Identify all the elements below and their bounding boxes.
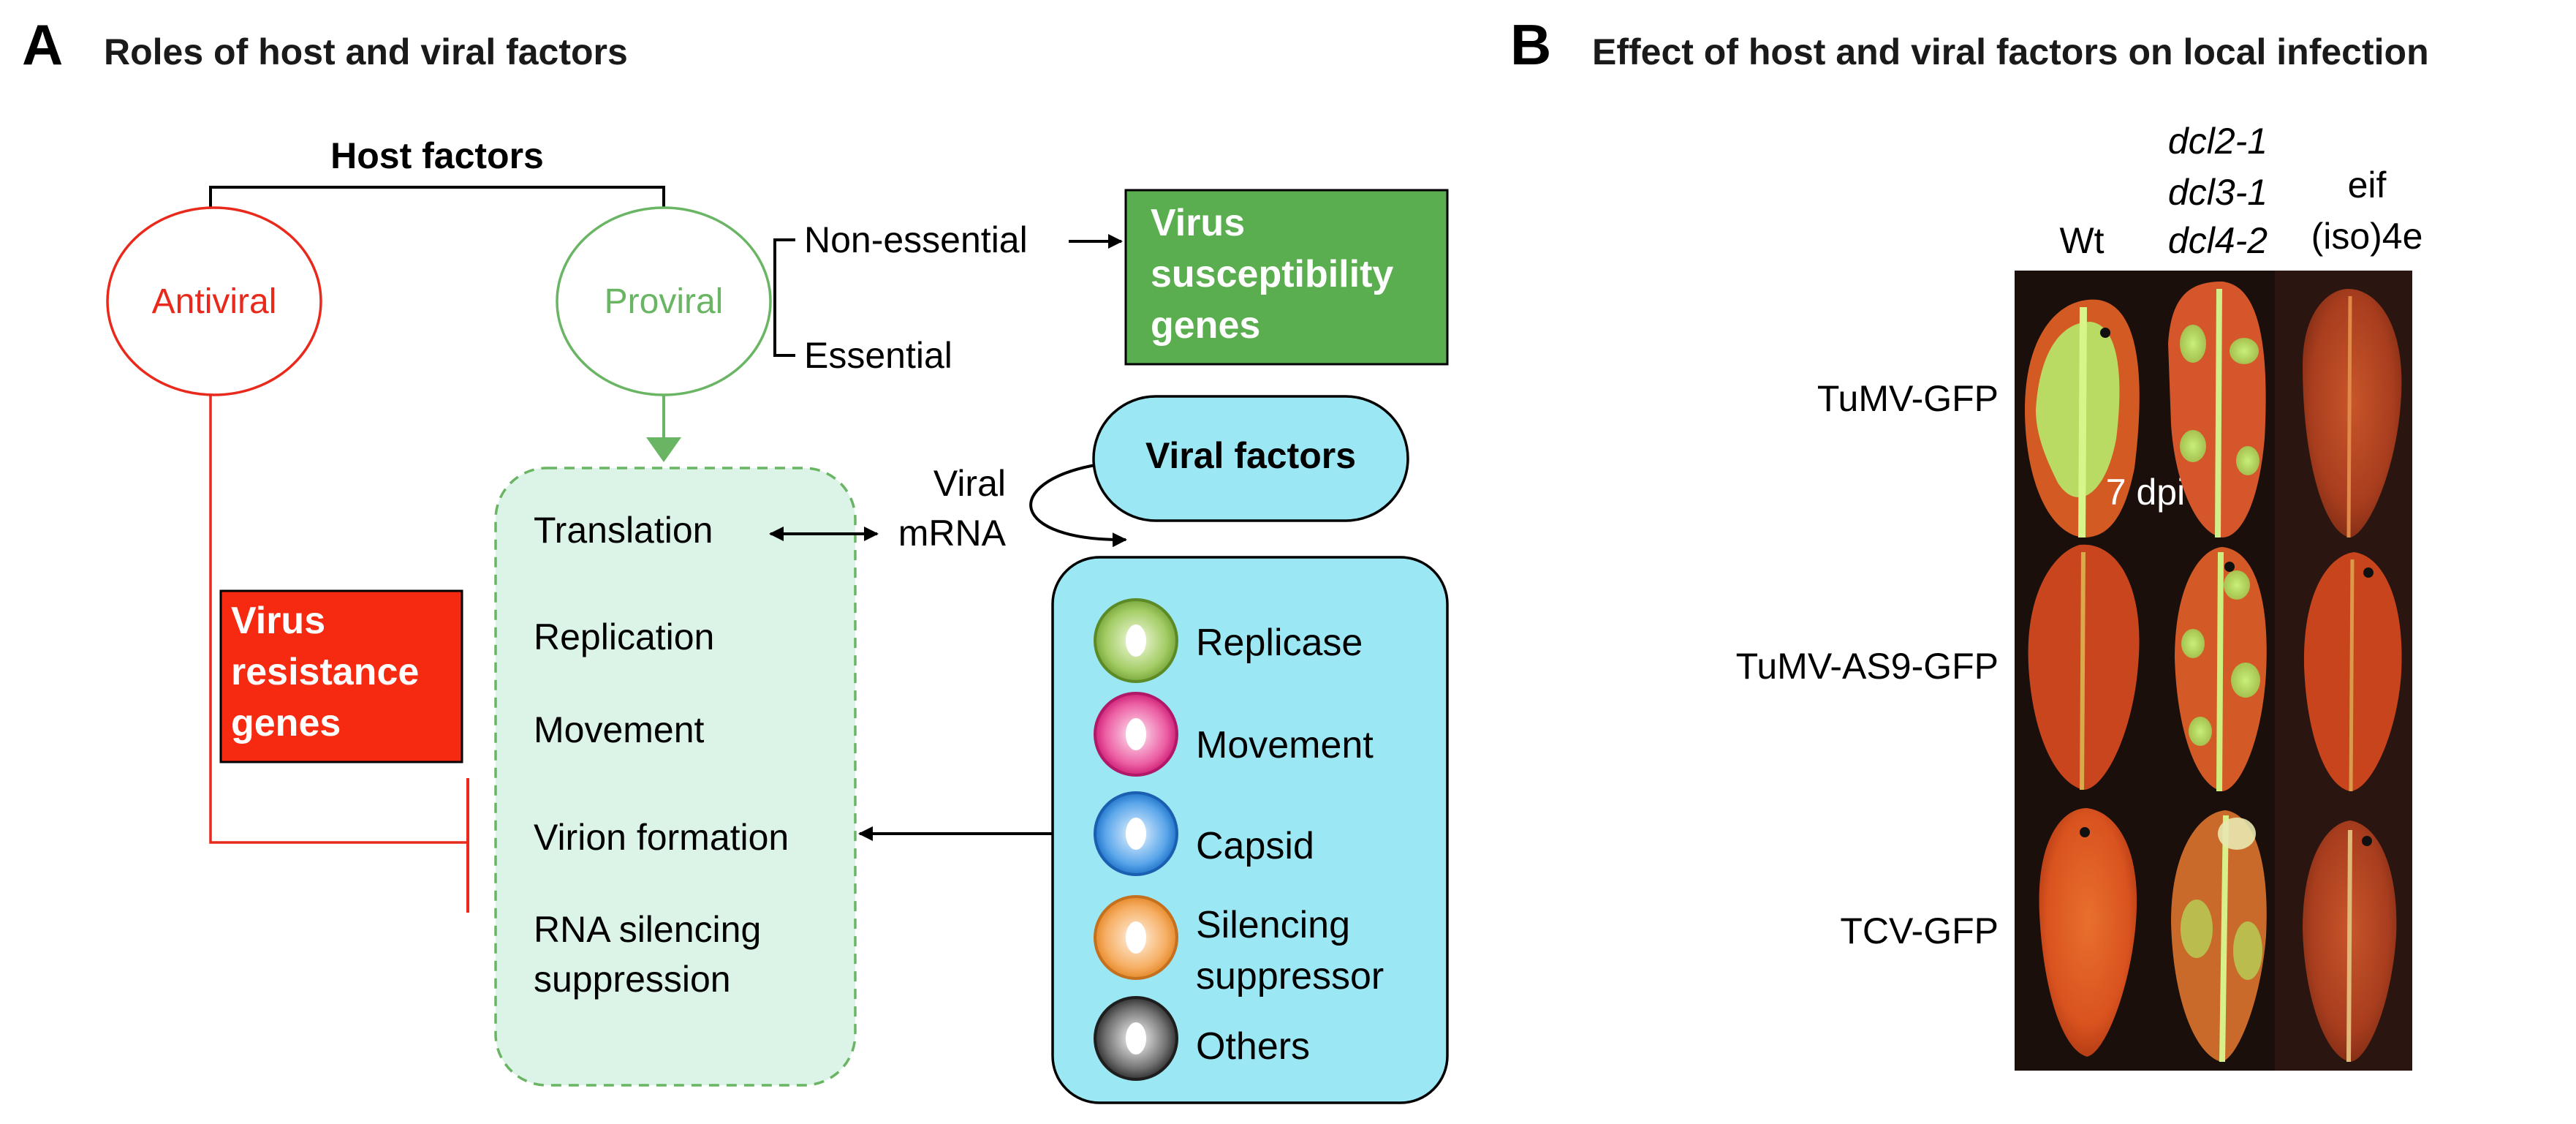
leaf-tumv-wt: 7 dpi [2025, 299, 2185, 538]
susceptibility-line-3: genes [1151, 304, 1260, 347]
process-suppression: suppression [534, 959, 731, 1000]
leaf-tumv-as9-wt [2028, 544, 2140, 791]
viral-mrna-line-2: mRNA [898, 513, 1007, 554]
non-essential-label: Non-essential [804, 219, 1028, 260]
process-replication: Replication [534, 616, 714, 657]
factor-silencing: Silencing [1196, 904, 1350, 946]
movement-icon [1094, 692, 1178, 777]
leaf-tcv-dcl [2171, 810, 2267, 1063]
factor-replicase: Replicase [1196, 622, 1363, 664]
resistance-genes-box [219, 589, 463, 763]
leaf-tcv-eif [2303, 821, 2397, 1063]
viral-factors-pill [1092, 395, 1409, 522]
leaf-tumv-dcl [2168, 282, 2266, 538]
others-icon [1094, 996, 1178, 1081]
leaf-tumv-eif [2303, 289, 2402, 538]
process-rna-silencing: RNA silencing [534, 909, 761, 950]
viral-mrna-line-1: Viral [933, 463, 1006, 504]
viral-factors-loop-arrow [1029, 464, 1127, 548]
antiviral-inhibition-line [209, 395, 468, 844]
column-dcl3-1: dcl3-1 [2168, 172, 2268, 213]
viral-factors-label: Viral factors [1145, 435, 1356, 476]
column-dcl2-1: dcl2-1 [2168, 121, 2268, 162]
row-tcv-gfp: TCV-GFP [1840, 910, 1999, 951]
antiviral-ellipse [106, 206, 322, 396]
susceptibility-line-1: Virus [1151, 202, 1245, 244]
proviral-label: Proviral [605, 282, 724, 321]
column-dcl4-2: dcl4-2 [2168, 220, 2268, 261]
panel-b-title: Effect of host and viral factors on loca… [1592, 31, 2429, 72]
resistance-line-1: Virus [231, 600, 325, 642]
column-eif: eif [2348, 165, 2387, 205]
replicase-icon [1094, 598, 1178, 683]
factor-movement: Movement [1196, 724, 1374, 766]
host-factors-bracket [209, 186, 665, 214]
susceptibility-genes-box [1124, 189, 1449, 366]
essential-label: Essential [804, 335, 952, 376]
leaf-tcv-wt [2039, 808, 2137, 1057]
panel-b: B Effect of host and viral factors on lo… [1510, 12, 2429, 1071]
dpi-label: 7 dpi [2106, 472, 2185, 513]
row-tumv-as9-gfp: TuMV-AS9-GFP [1736, 646, 1999, 687]
susceptibility-line-2: susceptibility [1151, 253, 1393, 295]
factor-suppressor: suppressor [1196, 955, 1384, 997]
panel-b-letter: B [1510, 12, 1551, 77]
antiviral-label: Antiviral [152, 282, 277, 321]
process-movement: Movement [534, 709, 705, 750]
panel-a-letter: A [22, 12, 63, 77]
panel-a: A Roles of host and viral factors Host f… [22, 12, 1449, 1104]
host-factors-label: Host factors [330, 135, 544, 176]
panel-a-title: Roles of host and viral factors [104, 31, 628, 72]
column-iso4e: (iso)4e [2311, 216, 2423, 257]
factor-others: Others [1196, 1025, 1310, 1068]
leaf-tumv-as9-dcl [2175, 547, 2267, 792]
row-tumv-gfp: TuMV-GFP [1817, 378, 1999, 419]
proviral-arrow-head [646, 437, 681, 462]
resistance-line-2: resistance [231, 651, 419, 693]
silencing-suppressor-icon [1094, 895, 1178, 980]
resistance-line-3: genes [231, 702, 341, 744]
essentiality-bracket [773, 238, 795, 357]
capsid-icon [1094, 791, 1178, 876]
column-wt: Wt [2059, 220, 2104, 261]
process-translation: Translation [534, 510, 713, 551]
factor-capsid: Capsid [1196, 825, 1314, 867]
process-virion-formation: Virion formation [534, 817, 789, 858]
processes-box [494, 467, 857, 1087]
leaf-tumv-as9-eif [2303, 552, 2402, 792]
leaf-photo-grid: 7 dpi [2015, 271, 2412, 1071]
